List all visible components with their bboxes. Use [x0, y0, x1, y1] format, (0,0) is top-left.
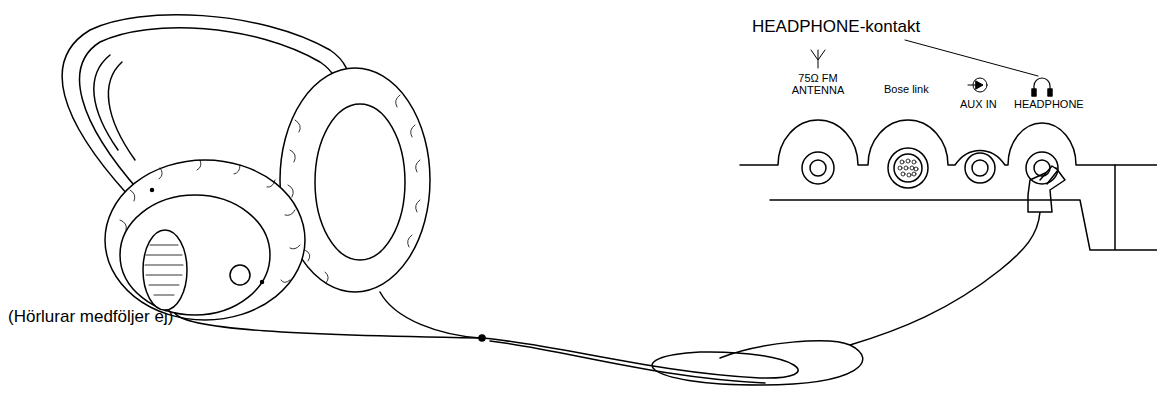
ear-cup-logo — [143, 230, 187, 310]
note-label: (Hörlurar medföljer ej) — [8, 308, 173, 327]
callout-label: HEADPHONE-kontakt — [752, 18, 920, 37]
connector-pin — [912, 160, 916, 164]
cushion-texture — [288, 95, 420, 283]
bose-link-jack — [888, 148, 928, 188]
bose-link-jack — [894, 154, 922, 182]
antenna-symbol — [811, 50, 825, 68]
ear-cushion — [105, 160, 305, 320]
headphone-symbol — [1048, 89, 1052, 96]
panel-edge — [740, 120, 1157, 165]
headphone-symbol — [1032, 89, 1036, 96]
aux-jack — [965, 153, 995, 183]
connector-pin — [912, 172, 916, 176]
aux-symbol — [968, 81, 983, 89]
antenna-jack — [810, 160, 826, 176]
logo-grille — [145, 245, 183, 295]
connector-pin — [910, 166, 914, 170]
headphone-jack — [1026, 152, 1058, 184]
connector-pin — [901, 172, 905, 176]
ear-cup — [120, 195, 270, 315]
indicator — [151, 189, 154, 192]
plug-pin — [1040, 166, 1058, 184]
connector-pin — [904, 166, 908, 170]
port-label: HEADPHONE — [1014, 98, 1084, 110]
connector-pins — [898, 159, 918, 177]
cable — [482, 212, 1040, 385]
connector-pin — [907, 173, 911, 177]
antenna-jack — [802, 152, 834, 184]
aux-jack — [972, 160, 988, 176]
indicator — [261, 281, 264, 284]
cable — [380, 292, 480, 338]
connector-pin — [906, 159, 910, 163]
port-label: 75Ω FM ANTENNA — [788, 72, 848, 96]
leader-line — [905, 40, 1038, 76]
headphone-jack — [1034, 160, 1050, 176]
cable — [490, 341, 765, 383]
ear-cup-button — [230, 265, 250, 285]
panel-edge — [770, 165, 1157, 250]
port-label: Bose link — [884, 83, 929, 95]
ear-cushion-inner — [315, 104, 405, 260]
cable — [175, 313, 480, 338]
port-label: AUX IN — [960, 98, 997, 110]
connector-pin — [898, 166, 902, 170]
headband-pad — [94, 55, 135, 160]
connector-pin — [914, 167, 918, 171]
connector-pin — [900, 160, 904, 164]
